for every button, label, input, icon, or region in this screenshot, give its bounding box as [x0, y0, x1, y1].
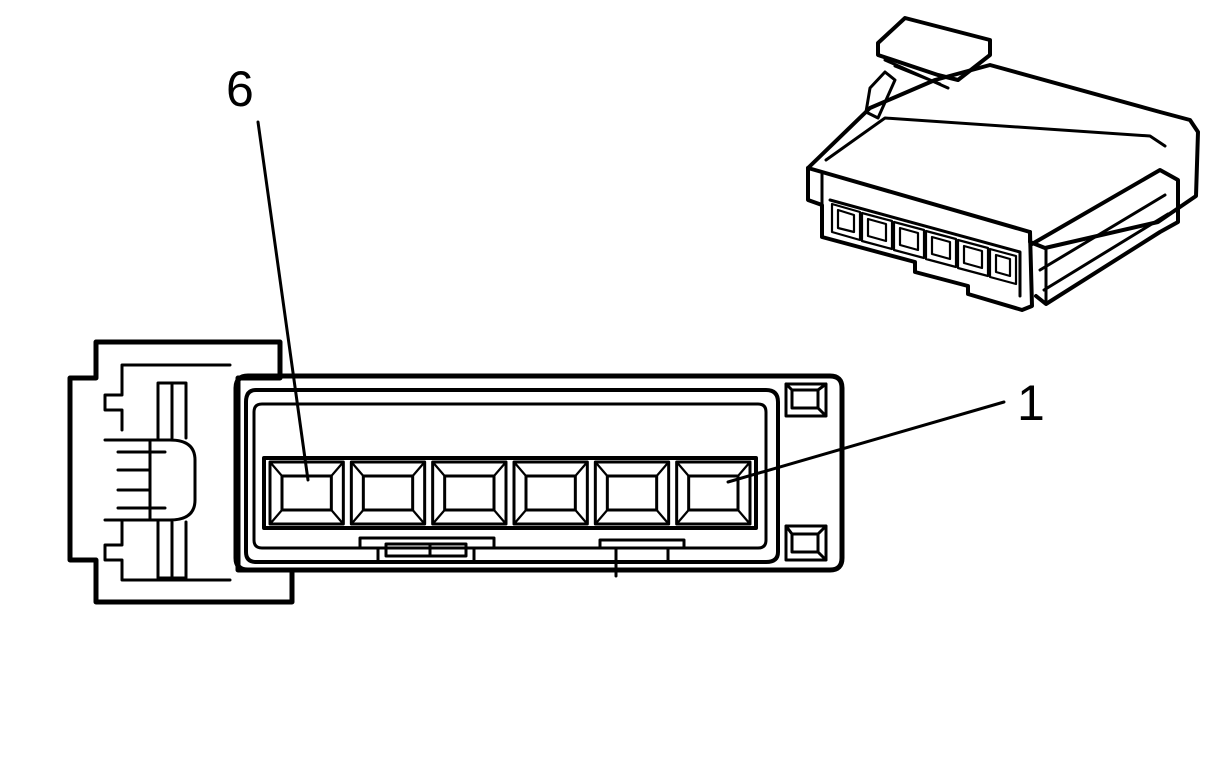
- cavity-inner: [361, 474, 415, 512]
- face-bottom-key-left: [358, 536, 496, 564]
- iso-body-top-edge: [824, 116, 1167, 162]
- iso-cavities: [830, 202, 1018, 286]
- leader-line-6: [256, 120, 310, 482]
- iso-front-face-inner: [820, 170, 1022, 298]
- cavity-outer: [593, 460, 671, 526]
- cavity-outer: [431, 460, 508, 526]
- callout-pin-6: 6: [226, 61, 310, 482]
- cavity-bevel: [594, 460, 670, 526]
- callout-pin-1: 1: [726, 375, 1045, 484]
- terminal-cavity: [675, 460, 752, 526]
- iso-side-rail-inner: [1038, 193, 1170, 306]
- callout-label-6: 6: [226, 61, 254, 117]
- iso-cavity: [924, 229, 958, 269]
- face-bottom-key-right: [598, 538, 686, 578]
- cavity-bevel: [431, 460, 508, 526]
- iso-cavity: [830, 202, 862, 242]
- face-body-outer: [233, 373, 845, 573]
- cavity-bevel: [350, 460, 426, 526]
- iso-latch-post: [864, 70, 897, 120]
- cavity-outer: [349, 460, 427, 526]
- iso-front-face: [806, 166, 1034, 312]
- face-body-inner-2: [252, 402, 768, 550]
- face-cavities: [268, 460, 752, 526]
- cavity-bevel: [512, 460, 589, 526]
- terminal-cavity: [431, 460, 508, 526]
- terminal-cavity: [512, 460, 589, 526]
- cavity-inner: [443, 474, 496, 512]
- connector-face-view: [67, 339, 845, 605]
- face-cavity-block: [262, 456, 758, 530]
- cavity-inner: [687, 474, 740, 512]
- iso-cavity: [988, 247, 1018, 286]
- cavity-bevel: [268, 460, 345, 526]
- leader-line-1: [726, 400, 1006, 484]
- face-corner-guide-top: [784, 382, 828, 418]
- terminal-cavity: [593, 460, 671, 526]
- iso-cavity: [956, 238, 990, 278]
- iso-cavity: [860, 211, 894, 251]
- face-latch-housing-inner: [103, 363, 232, 582]
- cavity-inner: [524, 474, 577, 512]
- callout-label-1: 1: [1017, 375, 1045, 431]
- cavity-outer: [512, 460, 589, 526]
- connector-isometric-view: [806, 16, 1200, 312]
- cavity-outer: [675, 460, 752, 526]
- iso-cavity: [892, 220, 926, 260]
- face-latch-tongue: [103, 438, 197, 522]
- cavity-bevel: [675, 460, 752, 526]
- face-body-inner: [244, 388, 780, 564]
- iso-body-top: [806, 63, 1200, 250]
- cavity-inner: [605, 474, 659, 512]
- cavity-inner: [280, 474, 333, 512]
- face-corner-guide-bottom: [784, 524, 828, 562]
- face-latch-ribs: [116, 381, 188, 580]
- terminal-cavity: [349, 460, 427, 526]
